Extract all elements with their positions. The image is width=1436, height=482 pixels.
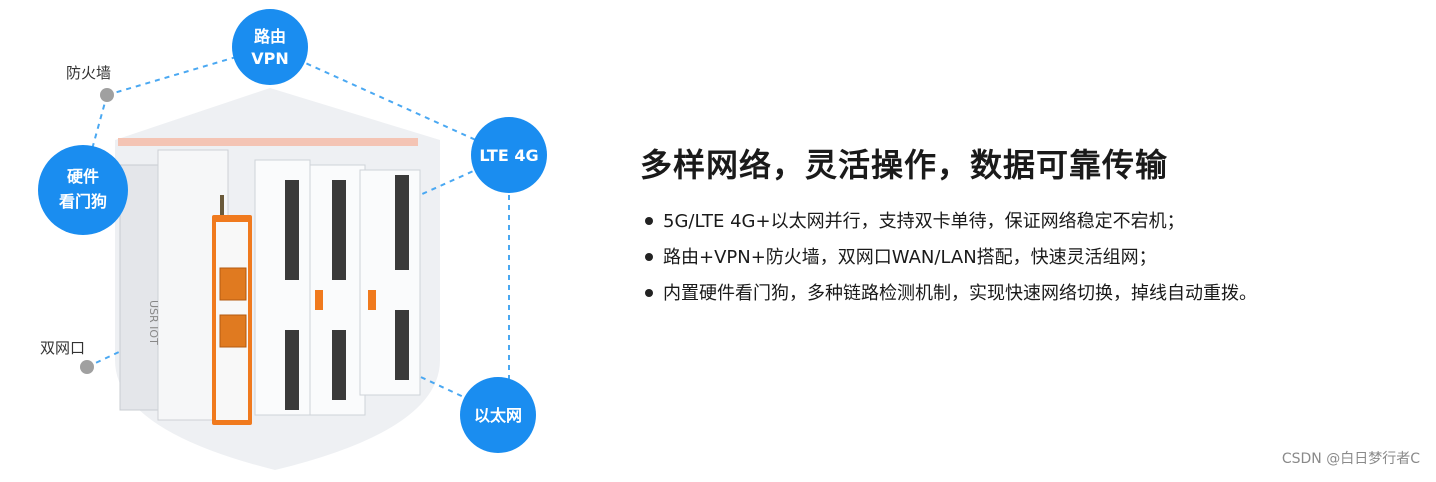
firewall-dot: [100, 88, 114, 102]
bullet-dot-icon: [645, 288, 653, 297]
device-brand-text: USR IOT: [147, 300, 160, 345]
bullet-dot-icon: [645, 216, 653, 225]
bubble-router-vpn-line-2: VPN: [251, 49, 289, 68]
firewall-label: 防火墙: [66, 64, 111, 82]
feature-item-text: 路由+VPN+防火墙，双网口WAN/LAN搭配，快速灵活组网；: [663, 247, 1157, 268]
feature-item-text: 内置硬件看门狗，多种链路检测机制，实现快速网络切换，掉线自动重拨。: [663, 283, 1257, 304]
bubble-watchdog-line-2: 看门狗: [58, 192, 107, 211]
bubble-router-vpn-line-1: 路由: [254, 27, 286, 46]
feature-item: 内置硬件看门狗，多种链路检测机制，实现快速网络切换，掉线自动重拨。: [640, 276, 1430, 312]
bubble-ethernet-line-1: 以太网: [474, 406, 522, 425]
ethernet-port-2-icon: [219, 314, 247, 348]
headline: 多样网络，灵活操作，数据可靠传输: [640, 146, 1169, 184]
bullet-dot-icon: [645, 252, 653, 261]
network-diagram: USR IOT 防火墙 双网口: [38, 9, 547, 470]
din-rail-device: USR IOT: [118, 138, 421, 425]
dual-port-dot: [80, 360, 94, 374]
feature-description: 多样网络，灵活操作，数据可靠传输 5G/LTE 4G+以太网并行，支持双卡单待，…: [640, 140, 1430, 312]
bubble-router-vpn: 路由 VPN: [232, 9, 308, 85]
watermark: CSDN @白日梦行者C: [1281, 451, 1420, 467]
feature-item: 5G/LTE 4G+以太网并行，支持双卡单待，保证网络稳定不宕机；: [640, 204, 1430, 240]
feature-item: 路由+VPN+防火墙，双网口WAN/LAN搭配，快速灵活组网；: [640, 240, 1430, 276]
bubble-watchdog: 硬件 看门狗: [38, 145, 128, 235]
feature-item-text: 5G/LTE 4G+以太网并行，支持双卡单待，保证网络稳定不宕机；: [663, 211, 1185, 232]
feature-list: 5G/LTE 4G+以太网并行，支持双卡单待，保证网络稳定不宕机； 路由+VPN…: [640, 204, 1430, 312]
bubble-watchdog-line-1: 硬件: [67, 167, 99, 186]
bubble-ethernet: 以太网: [460, 377, 536, 453]
dual-port-label: 双网口: [40, 339, 85, 357]
ethernet-port-1-icon: [219, 267, 247, 301]
product-illustration: USR IOT 防火墙 双网口: [0, 0, 600, 478]
bubble-lte-4g: LTE 4G: [471, 117, 547, 193]
bubble-lte-4g-line-1: LTE 4G: [479, 146, 538, 165]
